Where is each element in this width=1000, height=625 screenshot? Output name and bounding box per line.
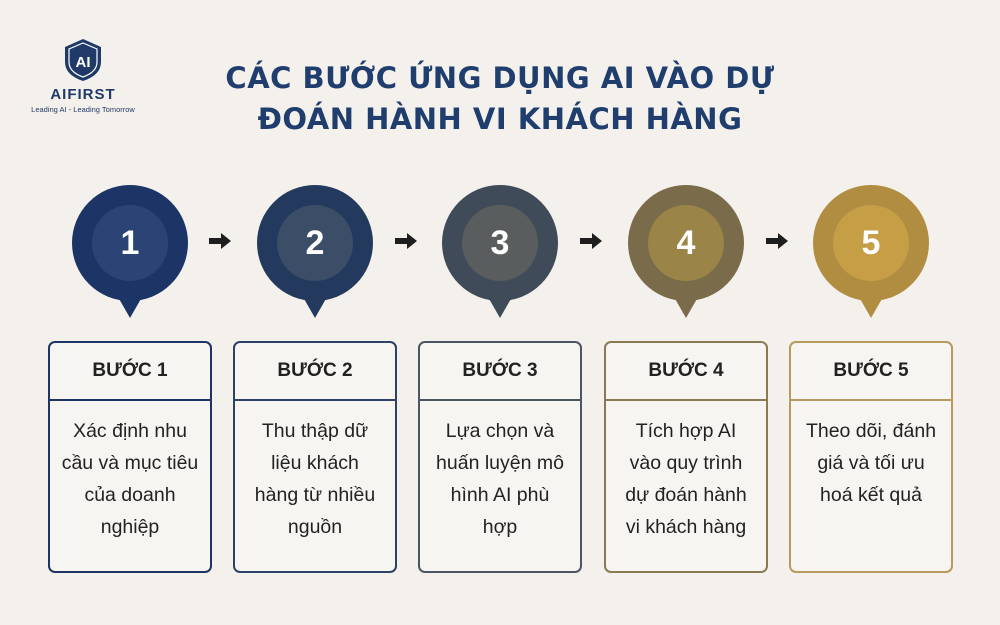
step-3-line: hợp (482, 516, 518, 538)
step-5-card: BƯỚC 5 Theo dõi, đánh giá và tối ưu hoá … (789, 341, 953, 573)
step-3-description: Lựa chọn và huấn luyện mô hình AI phù hợ… (420, 401, 580, 543)
step-1-pin: 1 (68, 185, 192, 320)
step-4-description: Tích hợp AI vào quy trình dự đoán hành v… (606, 401, 766, 543)
step-4: 4 BƯỚC 4 Tích hợp AI vào quy trình dự đo… (604, 185, 768, 573)
step-4-number: 4 (676, 224, 696, 262)
step-3-pin: 3 (438, 185, 562, 320)
step-1-heading: BƯỚC 1 (50, 343, 210, 401)
step-2: 2 BƯỚC 2 Thu thập dữ liệu khách hàng từ … (233, 185, 397, 573)
step-2-line: liệu khách (271, 452, 359, 474)
step-5-heading: BƯỚC 5 (791, 343, 951, 401)
step-5-number: 5 (861, 224, 881, 262)
step-2-number: 2 (305, 224, 325, 262)
step-4-line: vào quy trình (629, 452, 743, 474)
title-line-1: CÁC BƯỚC ỨNG DỤNG AI VÀO DỰ (225, 61, 775, 95)
step-3-line: Lựa chọn và (445, 420, 555, 442)
step-4-line: vi khách hàng (625, 516, 747, 538)
step-2-line: nguồn (287, 516, 343, 538)
title-line-2: ĐOÁN HÀNH VI KHÁCH HÀNG (257, 102, 743, 136)
step-4-line: Tích hợp AI (635, 420, 737, 442)
step-1-card: BƯỚC 1 Xác định nhu cầu và mục tiêu của … (48, 341, 212, 573)
step-3-line: huấn luyện mô (436, 452, 564, 474)
step-4-line: dự đoán hành (625, 484, 747, 506)
right-arrow-icon (209, 233, 231, 249)
step-2-line: hàng từ nhiều (254, 484, 376, 506)
right-arrow-icon (395, 233, 417, 249)
step-3-line: hình AI phù (450, 484, 550, 506)
step-2-heading: BƯỚC 2 (235, 343, 395, 401)
right-arrow-icon (766, 233, 788, 249)
logo-tagline: Leading AI - Leading Tomorrow (31, 105, 135, 114)
step-2-description: Thu thập dữ liệu khách hàng từ nhiều ngu… (235, 401, 395, 543)
logo-mark: AI (76, 54, 91, 71)
step-5-description: Theo dõi, đánh giá và tối ưu hoá kết quả (791, 401, 951, 511)
step-1-line: của doanh (84, 484, 176, 506)
step-1-description: Xác định nhu cầu và mục tiêu của doanh n… (50, 401, 210, 543)
step-1: 1 BƯỚC 1 Xác định nhu cầu và mục tiêu củ… (48, 185, 212, 573)
page-title: CÁC BƯỚC ỨNG DỤNG AI VÀO DỰ ĐOÁN HÀNH VI… (180, 58, 820, 140)
step-1-line: cầu và mục tiêu (61, 452, 199, 474)
step-2-card: BƯỚC 2 Thu thập dữ liệu khách hàng từ nh… (233, 341, 397, 573)
step-3: 3 BƯỚC 3 Lựa chọn và huấn luyện mô hình … (418, 185, 582, 573)
right-arrow-icon (580, 233, 602, 249)
step-1-line: Xác định nhu (73, 420, 187, 442)
aifirst-shield-icon: AI (65, 39, 101, 81)
step-4-heading: BƯỚC 4 (606, 343, 766, 401)
step-3-number: 3 (490, 224, 510, 262)
step-1-number: 1 (120, 224, 140, 262)
step-4-card: BƯỚC 4 Tích hợp AI vào quy trình dự đoán… (604, 341, 768, 573)
step-2-line: Thu thập dữ (261, 420, 369, 442)
step-5: 5 BƯỚC 5 Theo dõi, đánh giá và tối ưu ho… (789, 185, 953, 573)
step-5-line: Theo dõi, đánh (805, 420, 937, 442)
step-2-pin: 2 (253, 185, 377, 320)
logo-name: AIFIRST (50, 86, 116, 103)
step-1-line: nghiệp (100, 516, 160, 538)
step-5-line: giá và tối ưu (817, 452, 925, 474)
step-5-line: hoá kết quả (820, 484, 922, 506)
step-3-card: BƯỚC 3 Lựa chọn và huấn luyện mô hình AI… (418, 341, 582, 573)
step-4-pin: 4 (624, 185, 748, 320)
step-3-heading: BƯỚC 3 (420, 343, 580, 401)
brand-logo: AI AIFIRST Leading AI - Leading Tomorrow (28, 38, 138, 114)
step-5-pin: 5 (809, 185, 933, 320)
